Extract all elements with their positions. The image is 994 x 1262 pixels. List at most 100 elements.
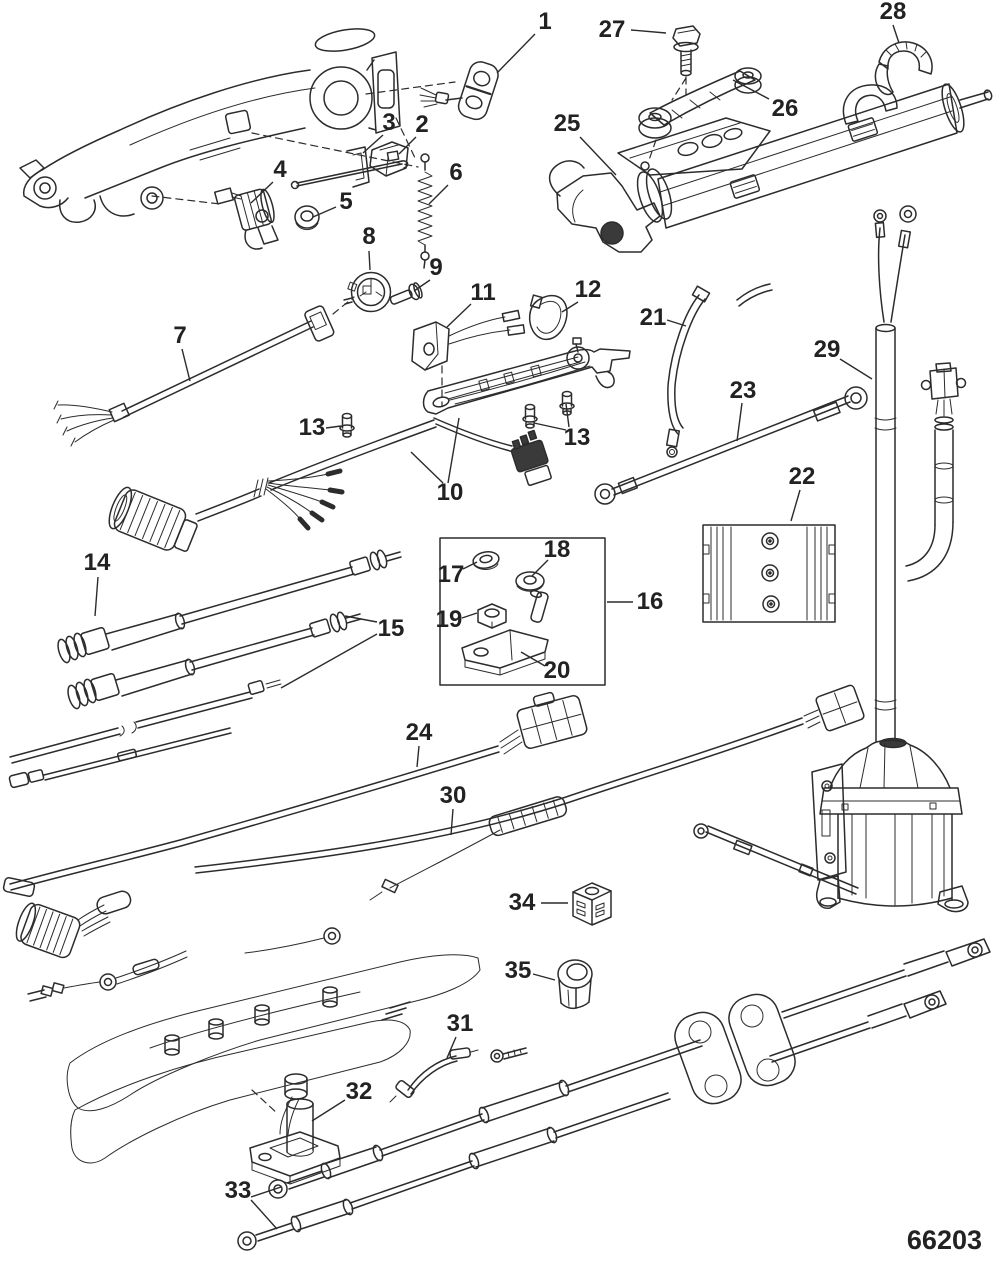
callout-34: 34 <box>508 889 536 916</box>
callout-17: 17 <box>437 561 465 588</box>
part-27-bolt-drawing <box>672 25 701 96</box>
leader-line-7 <box>181 348 191 382</box>
callout-35: 35 <box>504 957 532 984</box>
leader-line-23 <box>736 402 743 442</box>
callout-3: 3 <box>382 109 396 136</box>
callout-2: 2 <box>415 111 429 138</box>
part-4-throttle-friction-drawing <box>213 187 279 250</box>
leader-line-8 <box>368 250 371 271</box>
callout-5: 5 <box>339 188 353 215</box>
part-25-steering-cylinder-drawing <box>548 83 993 253</box>
callout-15: 15 <box>377 615 405 642</box>
leader-line-13 <box>533 422 567 431</box>
leader-line-3 <box>362 134 384 154</box>
callout-12: 12 <box>574 276 602 303</box>
leader-line-22 <box>790 489 801 522</box>
leader-line-35 <box>532 973 556 981</box>
leader-line-29 <box>839 358 873 380</box>
tiller-handle-drawing <box>19 28 456 223</box>
part-35-grommet-clip-drawing <box>557 959 593 1010</box>
callout-6: 6 <box>449 159 463 186</box>
leader-line-30 <box>450 808 454 836</box>
part-16-hardware-kit-box <box>439 537 606 686</box>
part-26-link-arm-drawing <box>638 67 762 161</box>
part-31-jumper-wire-drawing <box>389 1047 479 1103</box>
callout-8: 8 <box>362 223 376 250</box>
part-12-cable-tie-drawing <box>528 294 568 341</box>
part-28-cap-drawing <box>874 41 933 96</box>
callout-32: 32 <box>345 1078 373 1105</box>
leader-line-1 <box>496 33 536 74</box>
callout-16: 16 <box>636 588 664 615</box>
callout-10: 10 <box>436 479 464 506</box>
leader-line-4 <box>250 181 274 204</box>
callout-11: 11 <box>470 279 496 306</box>
leader-line-12 <box>561 301 579 313</box>
part-5-grommet-drawing <box>294 205 320 231</box>
callout-31: 31 <box>446 1010 474 1037</box>
leader-line-10 <box>447 417 460 484</box>
part-8-cap-drawing <box>343 271 392 313</box>
leader-line-32 <box>311 1099 346 1122</box>
leader-line-26 <box>732 79 770 100</box>
part-10-harness-drawing <box>108 417 552 552</box>
part-23-battery-cable-drawing <box>594 386 868 505</box>
leader-line-20 <box>520 651 546 667</box>
leader-line-28 <box>892 24 900 44</box>
leader-line-2 <box>398 136 417 155</box>
part-6-spring-drawing <box>417 153 433 269</box>
leader-line-21 <box>666 319 687 327</box>
drawing-number: 66203 <box>906 1225 982 1255</box>
leader-line-33 <box>250 1199 278 1230</box>
part-24-harness-drawing <box>2 691 588 897</box>
leader-line-15 <box>344 615 378 623</box>
leader-line-11 <box>446 303 472 328</box>
part-22-plate-drawing <box>702 524 836 623</box>
callout-9: 9 <box>429 254 443 281</box>
callout-19: 19 <box>435 606 463 633</box>
callout-29: 29 <box>813 336 841 363</box>
callout-13: 13 <box>298 414 326 441</box>
part-34-connector-block-drawing <box>572 882 612 926</box>
leader-line-27 <box>630 29 667 34</box>
leader-line-10 <box>410 451 444 484</box>
callout-30: 30 <box>439 782 467 809</box>
part-15-hoses-drawing <box>8 611 362 789</box>
part-3-clip-drawing <box>346 146 370 188</box>
callout-23: 23 <box>729 377 757 404</box>
callout-28: 28 <box>879 0 907 25</box>
callout-1: 1 <box>538 8 552 35</box>
leader-line-17 <box>462 561 478 570</box>
part-2-stop-switch-drawing <box>290 141 409 190</box>
leader-line-6 <box>428 184 449 205</box>
part-14-hose-drawing <box>57 549 402 664</box>
leader-line-9 <box>413 279 431 292</box>
callout-14: 14 <box>83 549 111 576</box>
callout-4: 4 <box>273 156 287 183</box>
callout-27: 27 <box>598 16 626 43</box>
callout-21: 21 <box>639 304 667 331</box>
leader-line-14 <box>94 576 99 617</box>
callout-26: 26 <box>771 95 799 122</box>
callout-20: 20 <box>543 657 571 684</box>
leader-line-24 <box>416 745 420 768</box>
part-9-screw-drawing <box>389 282 423 305</box>
callout-13: 13 <box>563 424 591 451</box>
leader-line-18 <box>531 559 549 577</box>
leader-line-25 <box>579 136 617 176</box>
callout-24: 24 <box>405 719 433 746</box>
leader-line-33 <box>250 1186 282 1198</box>
callout-25: 25 <box>553 110 581 137</box>
part-33-steering-rods-drawing <box>237 938 991 1251</box>
leader-line-31 <box>446 1036 457 1059</box>
part-11-switch-drawing <box>411 309 526 407</box>
leader-line-13 <box>565 403 570 428</box>
callout-22: 22 <box>788 463 816 490</box>
pump-assembly-drawing <box>693 739 969 913</box>
leader-line-15 <box>280 633 378 689</box>
callout-33: 33 <box>224 1177 252 1204</box>
leader-line-5 <box>312 206 337 218</box>
